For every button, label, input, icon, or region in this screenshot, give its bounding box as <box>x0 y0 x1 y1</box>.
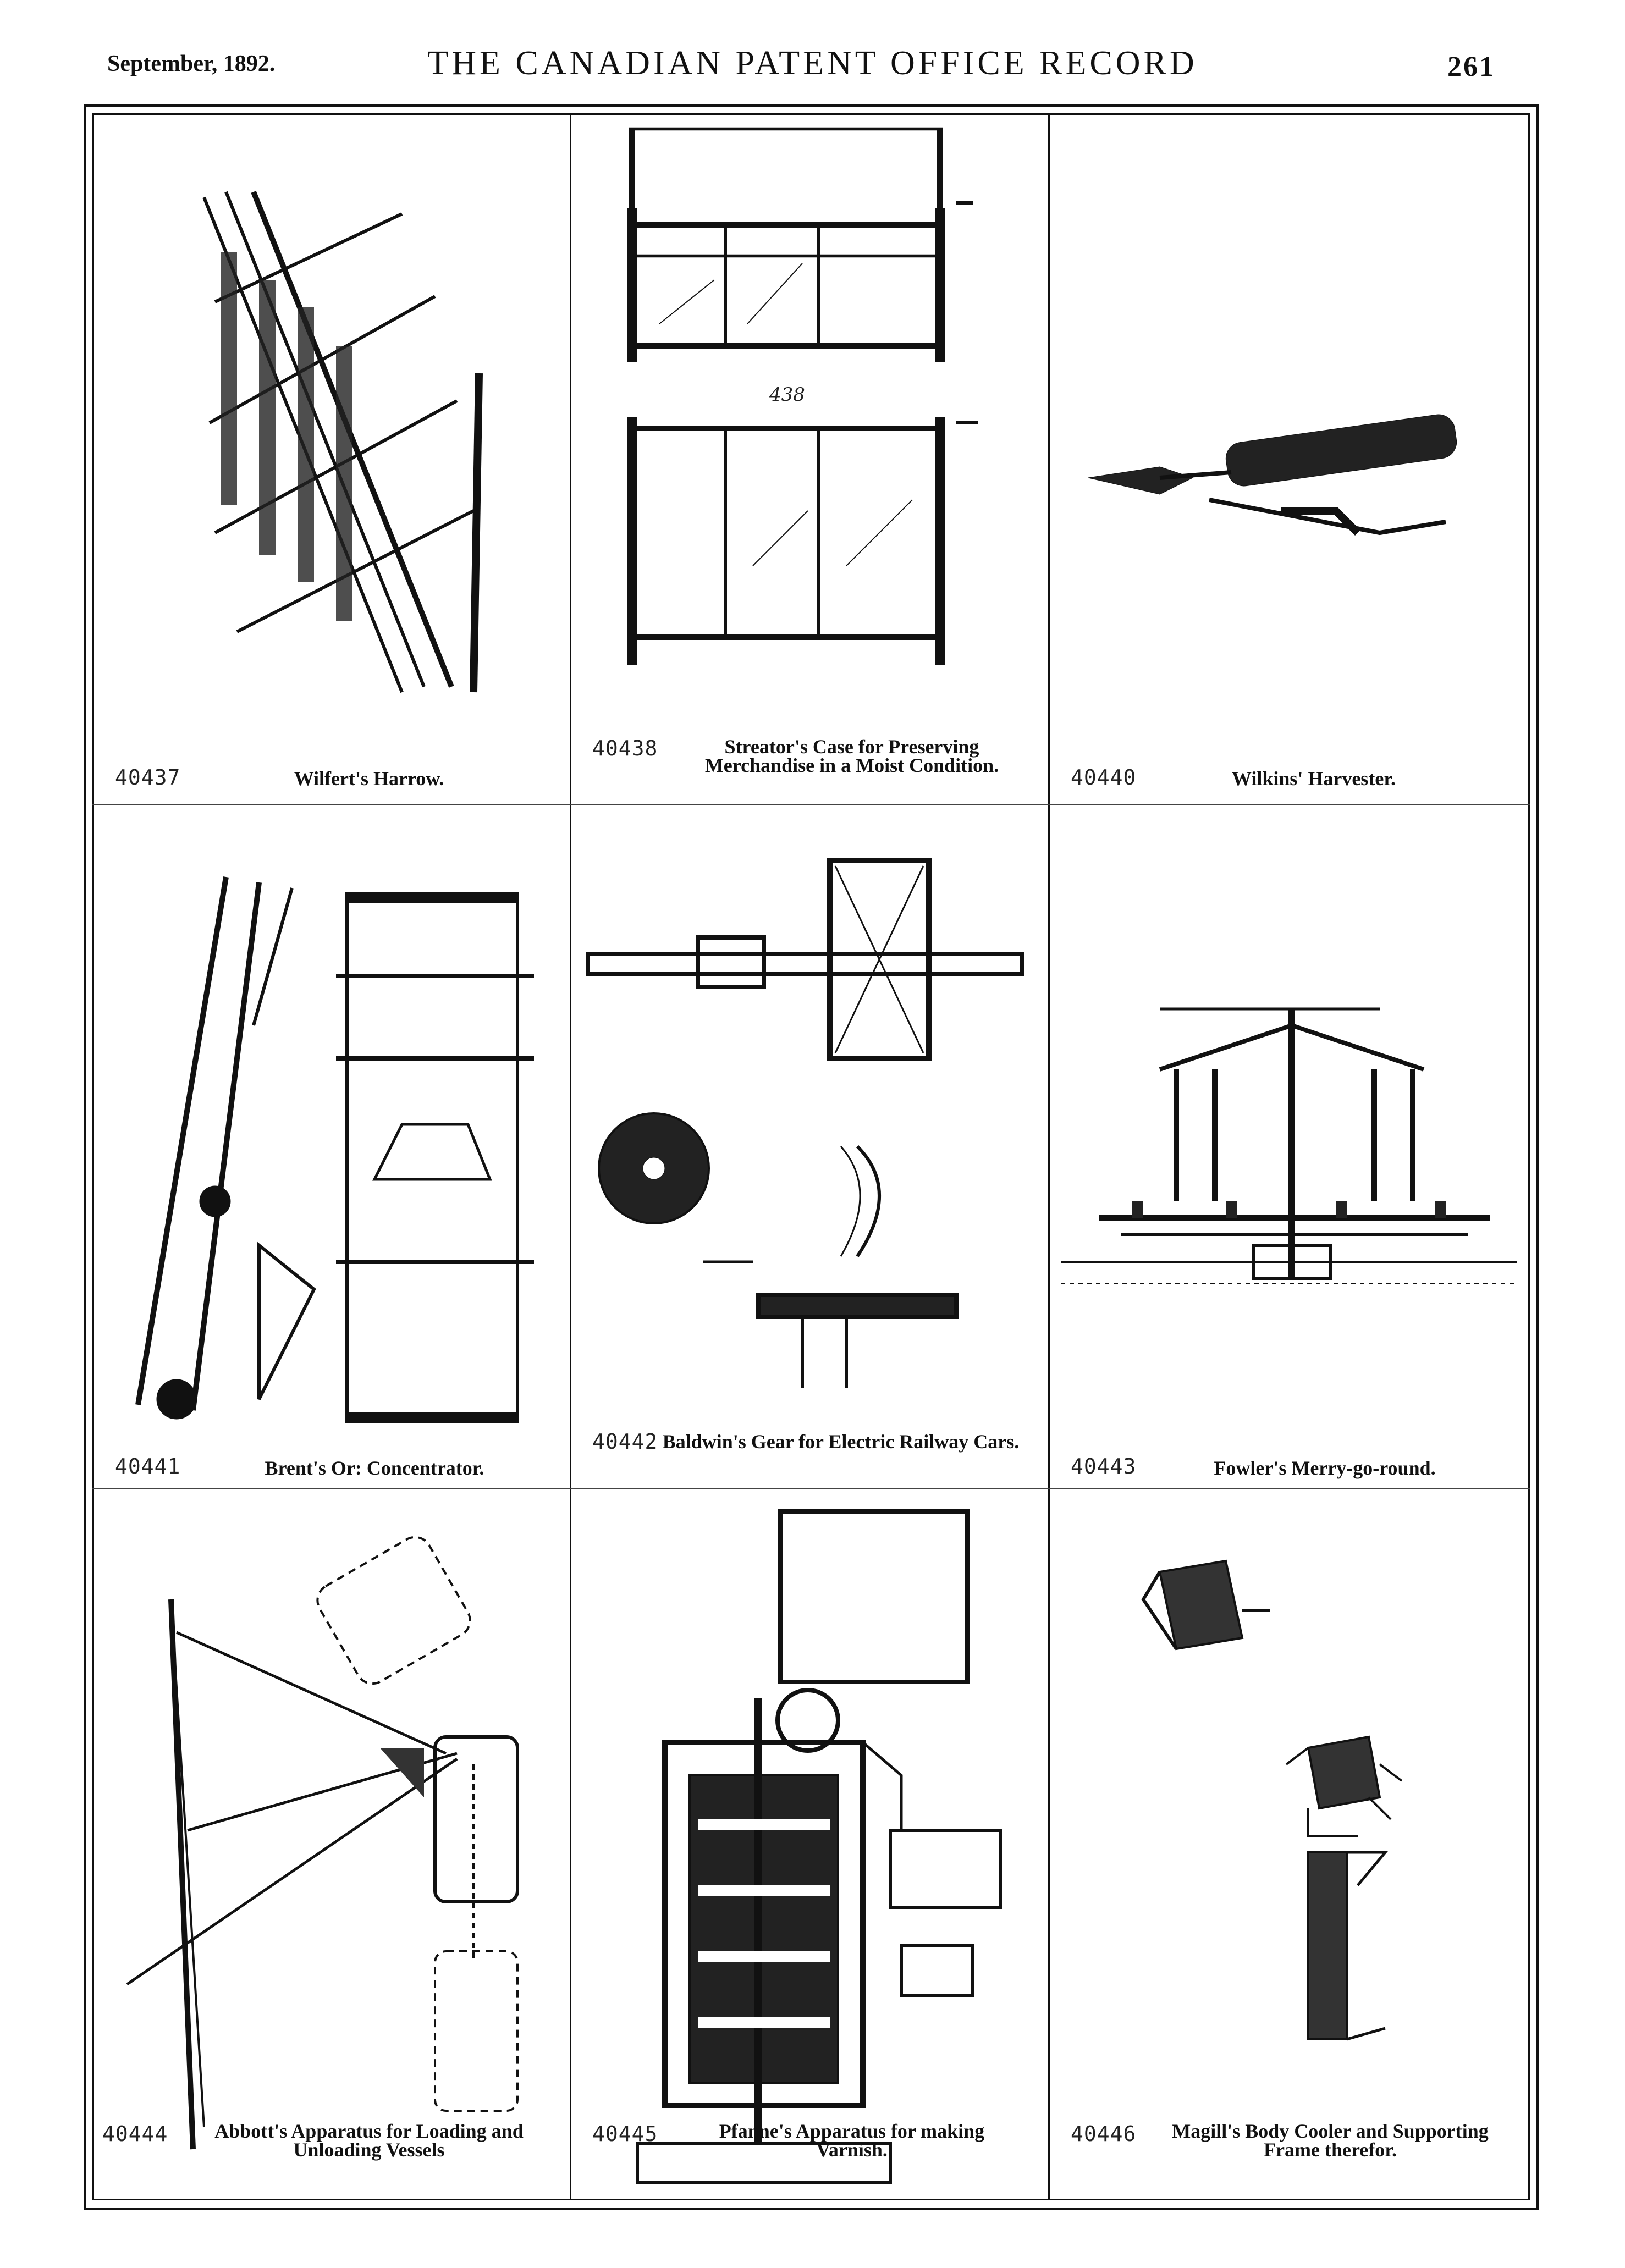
patent-title: Brent's Or: Concentrator. <box>265 1457 484 1479</box>
patent-number: 40443 <box>1071 1454 1137 1478</box>
display-case-drawing: 438 <box>627 127 978 665</box>
patent-cell: 40441 Brent's Or: Concentrator. <box>94 805 570 1488</box>
patent-title: Fowler's Merry-go-round. <box>1214 1457 1436 1479</box>
page-frame-outer <box>84 104 1539 2210</box>
patent-title: Pfanne's Apparatus for making Varnish. <box>719 2120 985 2161</box>
issue-date: September, 1892. <box>107 51 276 76</box>
patent-number: 40437 <box>115 765 181 790</box>
patent-number: 40442 <box>592 1430 658 1454</box>
merry-go-round-drawing <box>1061 1007 1517 1284</box>
page-number: 261 <box>1447 51 1495 82</box>
patent-title: Abbott's Apparatus for Loading and Unloa… <box>214 2120 524 2161</box>
page-frame-inner <box>92 113 1530 2200</box>
patent-title: Streator's Case for Preserving Merchandi… <box>704 736 999 776</box>
railway-gear-drawing <box>586 858 1024 1388</box>
patent-number: 40446 <box>1071 2122 1137 2146</box>
patent-number: 40444 <box>102 2122 168 2146</box>
patent-title: Wilfert's Harrow. <box>294 768 444 790</box>
body-cooler-drawing <box>1141 1559 1403 2041</box>
patent-title: Wilkins' Harvester. <box>1231 768 1396 790</box>
patent-title: Magill's Body Cooler and Supporting Fram… <box>1172 2120 1489 2161</box>
patent-cell: 40442 Baldwin's Gear for Electric Railwa… <box>571 805 1048 1488</box>
column-divider <box>1048 113 1050 2200</box>
patent-number: 40438 <box>592 736 658 760</box>
patent-number: 40445 <box>592 2122 658 2146</box>
harrow-drawing <box>202 191 483 693</box>
patent-cell: 40440 Wilkins' Harvester. <box>1050 115 1530 804</box>
row-divider <box>92 804 1530 805</box>
patent-number: 40441 <box>115 1454 181 1478</box>
patent-cell: 438 40438 Streator's Case for Preserving… <box>571 115 1048 804</box>
patent-cell: 40437 Wilfert's Harrow. <box>94 115 570 804</box>
patent-cell: 40443 Fowler's Merry-go-round. <box>1050 805 1530 1488</box>
column-divider <box>570 113 571 2200</box>
patent-cell: 40444 Abbott's Apparatus for Loading and… <box>94 1489 570 2200</box>
harvester-drawing <box>1088 414 1457 536</box>
patent-cell: 40445 Pfanne's Apparatus for making Varn… <box>571 1489 1048 2200</box>
drawing-label: 438 <box>769 384 805 406</box>
row-divider <box>92 1488 1530 1489</box>
publication-title: THE CANADIAN PATENT OFFICE RECORD <box>427 45 1198 82</box>
loading-apparatus-drawing <box>126 1536 519 2150</box>
patent-cell: 40446 Magill's Body Cooler and Supportin… <box>1050 1489 1530 2200</box>
ore-concentrator-drawing <box>135 876 534 1423</box>
patent-number: 40440 <box>1071 765 1137 790</box>
varnish-apparatus-drawing <box>636 1509 1002 2184</box>
page-header: September, 1892. THE CANADIAN PATENT OFF… <box>0 44 1625 93</box>
patent-title: Baldwin's Gear for Electric Railway Cars… <box>662 1431 1020 1453</box>
